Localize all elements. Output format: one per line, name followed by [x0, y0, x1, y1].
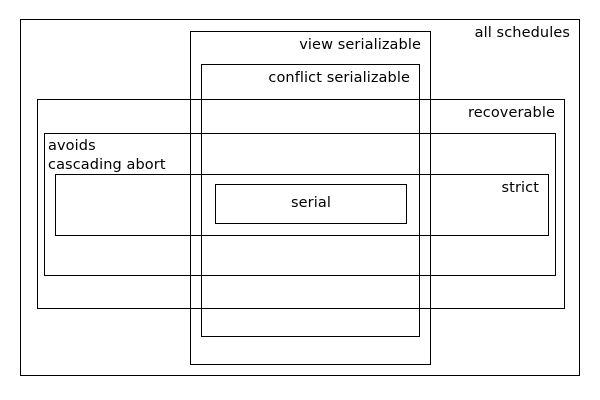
- region-serial: serial: [215, 184, 407, 224]
- region-label-recoverable: recoverable: [467, 105, 555, 121]
- region-label-conflict-serializable: conflict serializable: [268, 70, 410, 86]
- region-label-avoids-cascading-abort: avoids cascading abort: [48, 138, 166, 173]
- region-all-schedules: all schedules: [20, 19, 580, 376]
- region-label-strict: strict: [501, 180, 539, 196]
- region-label-view-serializable: view serializable: [299, 37, 421, 53]
- region-avoids-cascading-abort: avoids cascading abort: [44, 133, 556, 276]
- region-strict: strict: [55, 174, 549, 236]
- region-conflict-serializable: conflict serializable: [201, 64, 420, 337]
- region-label-serial: serial: [291, 195, 331, 211]
- region-recoverable: recoverable: [37, 99, 565, 309]
- region-label-all-schedules: all schedules: [474, 25, 570, 41]
- region-view-serializable: view serializable: [190, 31, 431, 365]
